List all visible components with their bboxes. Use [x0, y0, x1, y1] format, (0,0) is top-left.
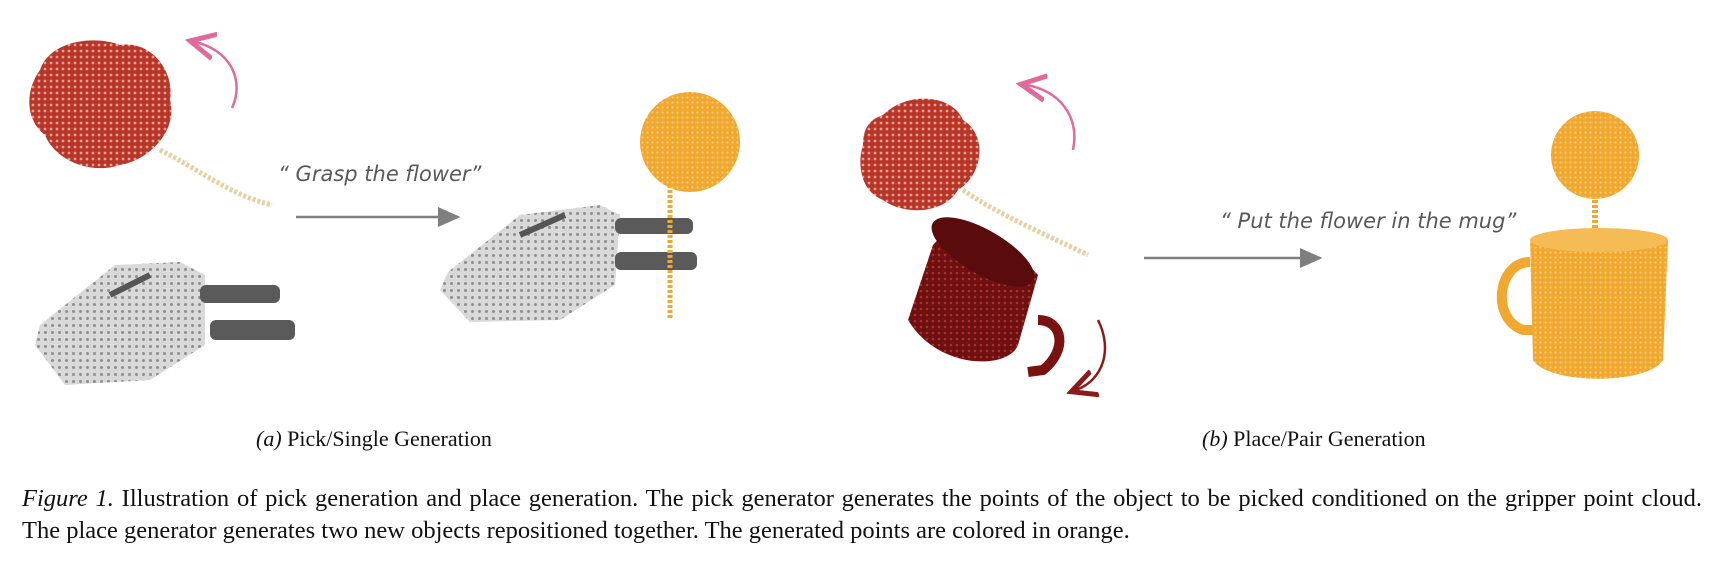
- subcaption-a: (a) Pick/Single Generation: [256, 426, 492, 452]
- rotate-arrow-icon: [195, 42, 238, 109]
- figure-caption-label: Figure 1.: [22, 485, 114, 512]
- figure-caption-text: Illustration of pick generation and plac…: [22, 485, 1702, 544]
- place-scene-illustration: [860, 0, 1668, 410]
- gripper-point-cloud-input: [35, 262, 295, 385]
- generated-flower-point-cloud: [640, 92, 740, 318]
- place-prompt-text: “ Put the flower in the mug”: [1220, 209, 1517, 233]
- figure-caption: Figure 1. Illustration of pick generatio…: [22, 483, 1702, 547]
- flower-point-cloud: [29, 40, 273, 208]
- panel-pick-generation: “ Grasp the flower” (a) Pick/Single Gene…: [0, 0, 858, 451]
- flower-point-cloud-b: [860, 98, 1090, 258]
- generated-flower-mug-point-cloud: [1496, 111, 1668, 379]
- panel-place-generation: “ Put the flower in the mug” (b) Place/P…: [858, 0, 1716, 451]
- pick-scene-illustration: [29, 0, 740, 385]
- rotate-arrow-icon-flower: [1026, 85, 1076, 151]
- subcaption-a-text: Pick/Single Generation: [287, 426, 492, 451]
- subcaption-b-text: Place/Pair Generation: [1233, 426, 1426, 451]
- pick-prompt-text: “ Grasp the flower”: [278, 162, 482, 186]
- mug-point-cloud: [908, 217, 1065, 377]
- gripper-point-cloud-output: [440, 205, 697, 322]
- subcaption-a-label: (a): [256, 426, 282, 451]
- subcaption-b-label: (b): [1202, 426, 1228, 451]
- rotate-arrow-icon-mug: [1076, 319, 1107, 390]
- subcaption-b: (b) Place/Pair Generation: [1202, 426, 1426, 452]
